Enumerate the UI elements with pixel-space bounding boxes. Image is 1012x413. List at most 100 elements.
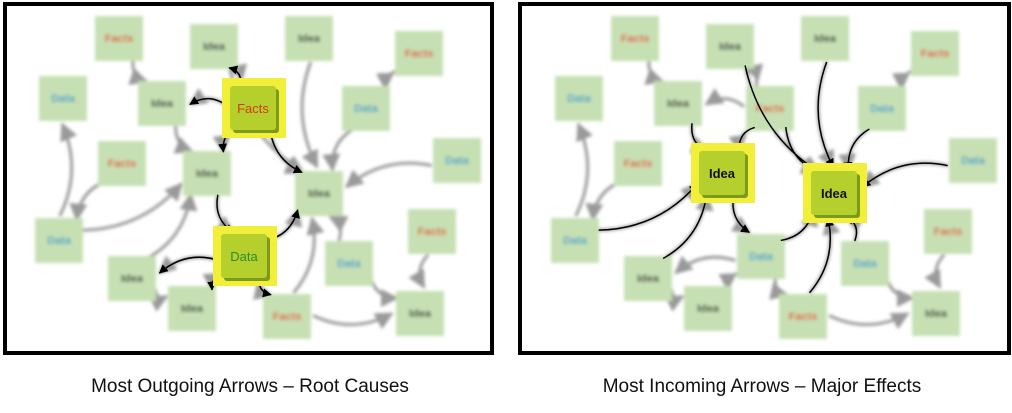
caption-root-causes: Most Outgoing Arrows – Root Causes — [91, 376, 409, 397]
highlighted-node-idea: Idea — [803, 163, 867, 223]
highlighted-node-data: Data — [213, 226, 277, 286]
node-label: Facts — [405, 48, 434, 60]
node-label: Idea — [203, 41, 226, 53]
highlighted-edge-arrow — [598, 183, 699, 231]
node-label: Idea — [181, 303, 204, 315]
edge-arrow — [644, 57, 665, 85]
edge-arrow — [322, 127, 355, 173]
edge-arrow — [173, 123, 194, 154]
edge-arrow — [674, 255, 736, 275]
node-label: Idea — [709, 166, 736, 181]
node-label: Facts — [108, 158, 137, 170]
edge-arrow — [860, 161, 949, 189]
node-label: Facts — [921, 48, 950, 60]
edge-arrow — [924, 253, 946, 289]
node-idea: Idea — [706, 24, 754, 69]
node-label: Idea — [151, 98, 174, 110]
edge-arrow — [58, 122, 77, 217]
node-idea: Idea — [108, 256, 156, 301]
node-data: Data — [325, 241, 373, 286]
node-label: Idea — [821, 186, 848, 201]
highlighted-node-facts: Facts — [222, 78, 286, 138]
node-facts: Facts — [611, 16, 659, 61]
node-label: Facts — [624, 158, 653, 170]
node-label: Data — [47, 235, 72, 247]
node-label: Data — [51, 93, 76, 105]
node-idea: Idea — [285, 16, 333, 61]
edge-arrow — [82, 182, 183, 232]
node-label: Facts — [756, 103, 785, 115]
node-idea: Idea — [624, 256, 672, 301]
node-facts: Facts — [263, 294, 311, 339]
edge-arrow — [69, 180, 107, 222]
edge-arrow — [344, 161, 433, 189]
node-label: Idea — [196, 168, 219, 180]
node-label: Data — [445, 155, 470, 167]
node-label: Idea — [697, 303, 720, 315]
edge-arrow — [128, 57, 149, 85]
node-facts: Facts — [395, 31, 443, 76]
edge-arrow — [704, 88, 745, 108]
edge-arrow — [664, 288, 685, 312]
edge-arrow — [884, 276, 915, 308]
node-data: Data — [35, 218, 83, 263]
node-label: Idea — [121, 273, 144, 285]
edge-arrow — [158, 255, 220, 275]
node-idea: Idea — [183, 151, 231, 196]
edge-arrow — [292, 216, 325, 294]
node-label: Data — [567, 93, 592, 105]
node-facts: Facts — [779, 294, 827, 339]
node-label: Data — [337, 258, 362, 270]
node-label: Idea — [637, 273, 660, 285]
edge-arrow — [662, 192, 714, 260]
node-data: Data — [555, 76, 603, 121]
node-data: Data — [841, 241, 889, 286]
edge-arrow — [574, 122, 593, 217]
node-idea: Idea — [295, 171, 343, 216]
node-label: Facts — [105, 33, 134, 45]
node-idea: Idea — [654, 81, 702, 126]
highlighted-edge-arrow — [662, 193, 711, 260]
node-label: Data — [853, 258, 878, 270]
node-data: Data — [342, 86, 390, 131]
edge-arrow — [328, 215, 349, 242]
node-facts: Facts — [98, 141, 146, 186]
node-label: Facts — [273, 311, 302, 323]
node-idea: Idea — [138, 81, 186, 126]
node-idea: Idea — [190, 24, 238, 69]
node-data: Data — [949, 138, 997, 183]
edge-arrow — [828, 312, 910, 330]
node-idea: Idea — [168, 286, 216, 331]
node-label: Data — [870, 103, 895, 115]
node-label: Data — [230, 249, 258, 264]
node-label: Data — [749, 251, 774, 263]
node-label: Facts — [237, 101, 269, 116]
node-idea: Idea — [396, 291, 444, 336]
node-label: Idea — [925, 308, 948, 320]
node-label: Idea — [719, 41, 742, 53]
node-data: Data — [737, 234, 785, 279]
node-label: Facts — [418, 226, 447, 238]
node-label: Idea — [308, 188, 331, 200]
node-label: Facts — [789, 311, 818, 323]
node-idea: Idea — [801, 16, 849, 61]
edge-arrow — [368, 276, 399, 308]
node-label: Data — [354, 103, 379, 115]
node-facts: Facts — [614, 141, 662, 186]
node-idea: Idea — [912, 291, 960, 336]
node-label: Data — [563, 235, 588, 247]
node-data: Data — [551, 218, 599, 263]
highlighted-node-idea: Idea — [691, 143, 755, 203]
node-label: Idea — [298, 33, 321, 45]
edge-arrow — [808, 216, 841, 294]
edge-arrow — [300, 61, 319, 169]
node-data: Data — [858, 86, 906, 131]
highlighted-edge-arrow — [817, 61, 834, 168]
